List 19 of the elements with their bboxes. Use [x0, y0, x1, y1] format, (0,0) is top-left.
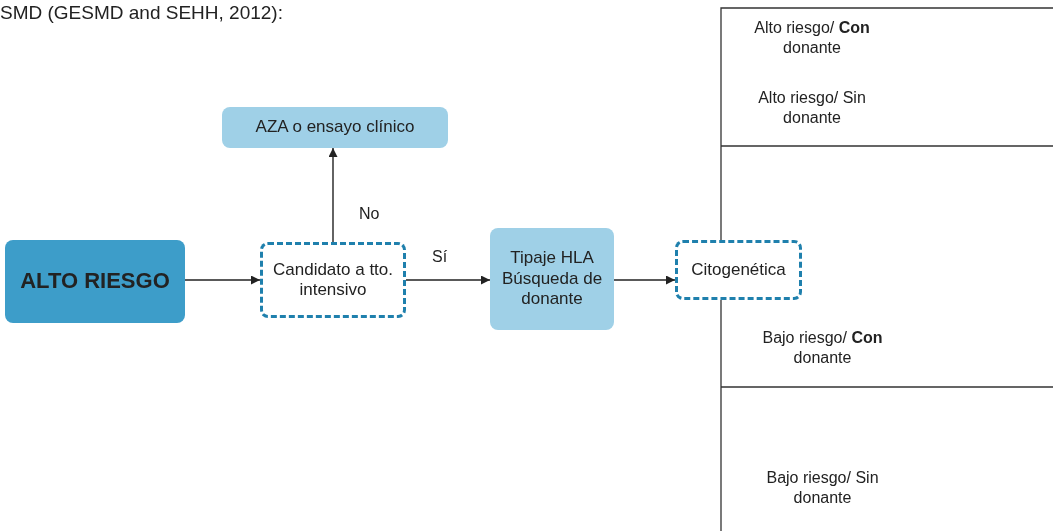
- category-label: Alto riesgo/ Con donante: [753, 18, 871, 58]
- node-text: ALTO RIESGO: [20, 268, 170, 295]
- arrow: [184, 275, 261, 285]
- node-text: Candidato a tto. intensivo: [272, 259, 394, 301]
- process-box: [5, 240, 185, 323]
- node-text: Tipaje HLA Búsqueda de donante: [500, 248, 604, 310]
- process-box: [490, 228, 614, 330]
- heading-text: SMD (GESMD and SEHH, 2012):: [0, 1, 284, 25]
- process-box: [222, 107, 448, 148]
- node-text: Citogenética: [691, 259, 786, 281]
- category-label: Bajo riesgo/ Sin donante: [765, 468, 880, 508]
- category-label: Alto riesgo/ Sin donante: [757, 88, 867, 128]
- arrow: [613, 275, 676, 285]
- node-text: AZA o ensayo clínico: [255, 117, 415, 138]
- decision-box: [260, 242, 406, 318]
- arrow: [405, 275, 491, 285]
- category-label: Bajo riesgo/ Con donante: [761, 328, 884, 368]
- decision-box: [675, 240, 802, 300]
- arrow: [328, 147, 338, 243]
